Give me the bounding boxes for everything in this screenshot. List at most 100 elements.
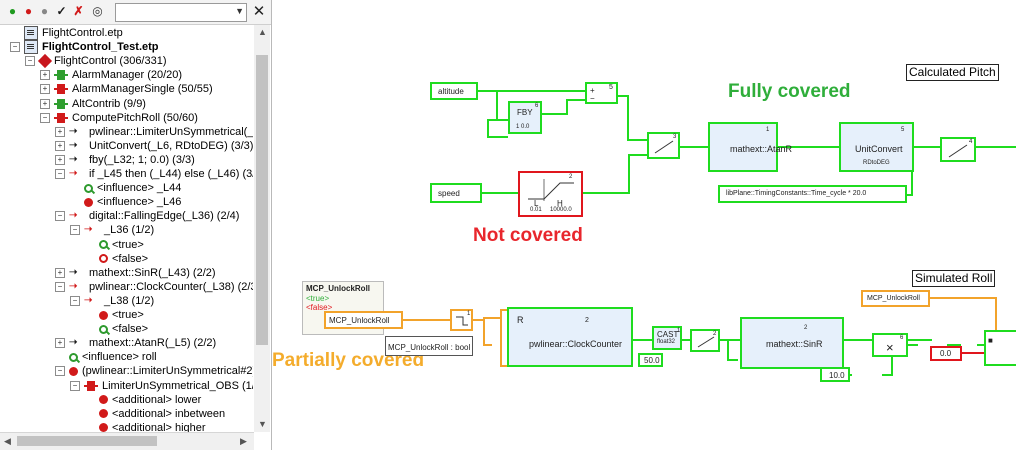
tree-item-label: <true> [112, 309, 144, 321]
falling-edge-operator[interactable]: 1 [450, 309, 473, 331]
scroll-left-icon[interactable]: ◀ [4, 436, 11, 446]
collapse-icon[interactable]: − [55, 281, 65, 292]
tree-item[interactable]: −➝if _L45 then (_L44) else (_L46) (3/5) [55, 166, 253, 182]
sum-id: 5 [609, 84, 613, 91]
mcp-input[interactable]: MCP_UnlockRoll [324, 311, 403, 329]
tree-item[interactable]: − LimiterUnSymmetrical_OBS (1/3 [70, 378, 253, 394]
clockcounter-operator[interactable]: R 2 pwlinear::ClockCounter [507, 307, 633, 367]
switch-operator[interactable]: ■ [984, 330, 1016, 366]
green-check-icon [69, 352, 78, 362]
tree-item[interactable]: <false> [99, 321, 148, 337]
expand-icon[interactable]: + [55, 154, 65, 165]
check-icon[interactable]: ✓ [56, 4, 67, 18]
multiply-operator[interactable]: × 6 [872, 333, 908, 357]
target-icon[interactable]: ◎ [92, 4, 103, 18]
tree-item[interactable]: <additional> inbetween [99, 406, 225, 422]
sum-operator[interactable]: + − 5 [585, 82, 618, 104]
collapse-icon[interactable]: − [70, 380, 80, 391]
collapse-icon[interactable]: − [70, 225, 80, 236]
atanr-operator[interactable]: mathext::AtanR 1 [708, 122, 792, 172]
scroll-right-icon[interactable]: ▶ [240, 436, 247, 446]
tree-item[interactable]: <influence> roll [69, 349, 157, 365]
tree-item[interactable]: <influence> _L44 [84, 180, 181, 196]
fby-operator[interactable]: FBY 6 1 0.0 [508, 101, 542, 134]
tree-item[interactable]: −FlightControl (306/331) [25, 53, 167, 69]
tree-item[interactable]: −(pwlinear::LimiterUnSymmetrical#2) [55, 363, 253, 379]
collapse-icon[interactable]: − [40, 112, 50, 123]
divide-icon [654, 140, 674, 154]
cast-label: CAST [657, 330, 679, 339]
tree-item[interactable]: −➝pwlinear::ClockCounter(_L38) (2/3) [55, 279, 253, 295]
expand-icon[interactable]: + [40, 84, 50, 95]
tree-item-label: FlightControl_Test.etp [42, 41, 159, 54]
scroll-up-icon[interactable]: ▲ [258, 27, 267, 37]
collapse-icon[interactable]: − [25, 56, 35, 67]
collapse-icon[interactable]: − [55, 366, 65, 377]
tree-item-label: digital::FallingEdge(_L36) (2/4) [89, 210, 240, 223]
const-zero[interactable]: 0.0 [930, 346, 962, 361]
unitconvert-operator[interactable]: UnitConvert 5 RDtoDEG [839, 122, 914, 172]
tree-item[interactable]: −ComputePitchRoll (50/60) [40, 110, 198, 126]
cast-operator[interactable]: CAST float32 1 [652, 326, 682, 350]
collapse-icon[interactable]: − [10, 42, 20, 53]
vertical-scroll-thumb[interactable] [256, 55, 268, 345]
divide-operator-3[interactable]: 2 [690, 329, 720, 352]
clear-icon[interactable]: ● [40, 4, 49, 18]
sinr-operator[interactable]: mathext::SinR 2 [740, 317, 844, 369]
const-50[interactable]: 50.0 [638, 353, 663, 367]
collapse-icon[interactable]: − [55, 169, 65, 179]
close-icon[interactable]: ✕ [252, 3, 266, 20]
collapse-icon[interactable]: − [70, 295, 80, 306]
expand-icon[interactable]: + [40, 98, 50, 109]
stop-red-icon[interactable]: ● [24, 4, 33, 18]
scroll-down-icon[interactable]: ▼ [258, 419, 267, 429]
tree-item[interactable]: FlightControl.etp [24, 25, 123, 41]
red-arrow-icon: ➝ [69, 168, 78, 180]
tree-item[interactable]: <influence> _L46 [84, 194, 181, 210]
expand-icon[interactable]: + [55, 338, 65, 349]
tree-item[interactable]: +➝pwlinear::LimiterUnSymmetrical(_L7 [55, 124, 253, 140]
tree-item[interactable]: −➝_L36 (1/2) [70, 222, 155, 238]
mcp-input-right[interactable]: MCP_UnlockRoll [861, 290, 930, 307]
search-combo[interactable]: ▼ [115, 3, 247, 22]
const-10[interactable]: 10.0 [820, 367, 850, 382]
expand-icon[interactable]: + [55, 140, 65, 151]
tree-item[interactable]: +➝mathext::AtanR(_L5) (2/2) [55, 335, 216, 351]
expand-icon[interactable]: + [40, 70, 50, 81]
red-dot-icon [84, 197, 93, 207]
sinr-label: mathext::SinR [766, 339, 823, 349]
timing-constant[interactable]: libPlane::TimingConstants::Time_cycle * … [718, 185, 907, 203]
collapse-icon[interactable]: − [55, 211, 65, 222]
horizontal-scroll-thumb[interactable] [17, 436, 157, 446]
expand-icon[interactable]: + [55, 267, 65, 278]
tree-item[interactable]: <additional> lower [99, 392, 201, 408]
tree-item-label: <false> [112, 252, 149, 265]
divide-operator-2[interactable]: 4 [940, 137, 976, 162]
tree-item[interactable]: <additional> higher [99, 420, 206, 432]
tree-item[interactable]: <false> [99, 251, 148, 267]
tree-item[interactable]: +➝mathext::SinR(_L43) (2/2) [55, 265, 216, 281]
tree-item[interactable]: <true> [99, 237, 144, 253]
expand-icon[interactable]: + [55, 126, 65, 137]
chevron-down-icon[interactable]: ▼ [235, 6, 244, 16]
uncheck-icon[interactable]: ✗ [73, 4, 84, 18]
divide-operator-1[interactable]: 3 [647, 132, 680, 159]
tree-item[interactable]: +AltContrib (9/9) [40, 96, 146, 112]
tree-item[interactable]: +AlarmManager (20/20) [40, 67, 182, 83]
altitude-input[interactable]: altitude [430, 82, 478, 100]
tree-item[interactable]: <true> [99, 307, 144, 323]
tree-item[interactable]: +➝fby(_L32; 1; 0.0) (3/3) [55, 152, 195, 168]
mcp-tooltip-name: MCP_UnlockRoll [306, 284, 371, 293]
tree-item[interactable]: +➝UnitConvert(_L6, RDtoDEG) (3/3) [55, 138, 253, 154]
tree-item[interactable]: −➝digital::FallingEdge(_L36) (2/4) [55, 208, 240, 224]
tree-item-label: LimiterUnSymmetrical_OBS (1/3 [102, 379, 253, 392]
multiply-icon: × [886, 340, 894, 355]
tree-item[interactable]: +AlarmManagerSingle (50/55) [40, 81, 213, 97]
speed-input[interactable]: speed [430, 183, 482, 203]
limiter-operator[interactable]: 2 L H 0.01 10000.0 [518, 171, 583, 217]
tree-item[interactable]: −➝_L38 (1/2) [70, 293, 154, 309]
tree-item-label: _L36 (1/2) [104, 224, 155, 237]
run-green-icon[interactable]: ● [8, 4, 17, 18]
mcp-type-tip: MCP_UnlockRoll : bool [385, 336, 474, 356]
tree-item[interactable]: − FlightControl_Test.etp [10, 39, 159, 55]
